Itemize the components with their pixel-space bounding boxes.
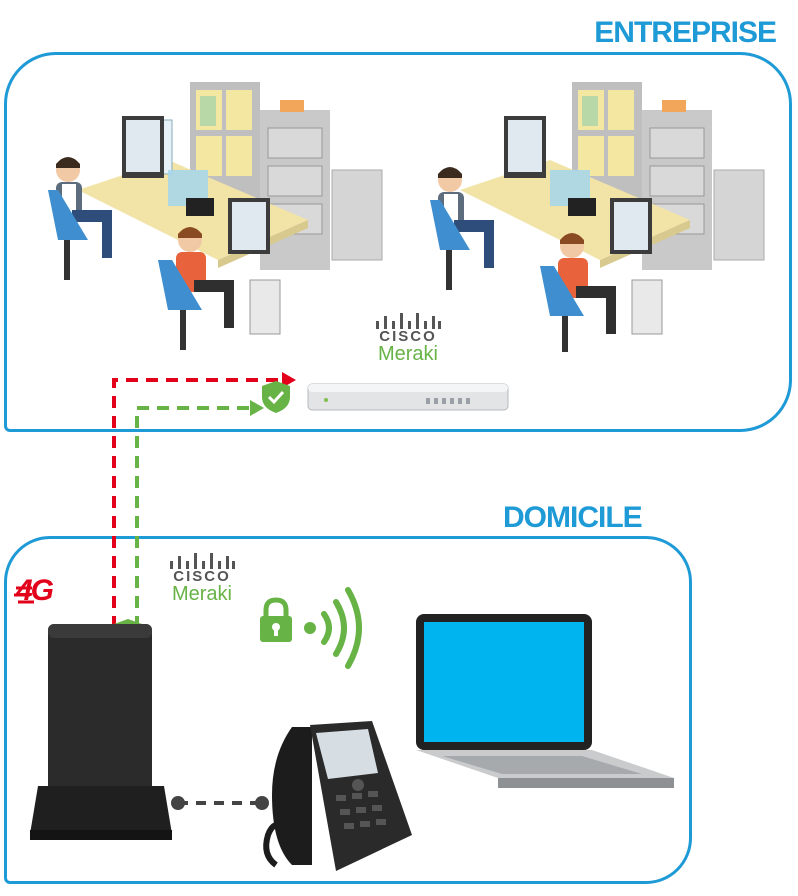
- ip-desk-phone: [263, 721, 412, 871]
- cisco-bars-icon: [376, 313, 441, 329]
- office-workspace-right: [430, 82, 765, 352]
- laptop: [416, 614, 674, 788]
- unsecured-link-line: [112, 378, 282, 628]
- wifi-signal-icon: [304, 587, 362, 669]
- 4g-router: [30, 624, 172, 840]
- cisco-wordmark: CISCO: [379, 328, 437, 345]
- secured-link-arrowhead: [250, 400, 264, 416]
- shield-check-icon: [262, 381, 290, 413]
- meraki-security-appliance: [307, 383, 509, 411]
- meraki-wordmark: Meraki: [171, 583, 232, 605]
- meraki-wordmark: Meraki: [377, 343, 438, 365]
- unsecured-link-arrowhead: [282, 372, 296, 388]
- enterprise-title: ENTREPRISE: [594, 16, 777, 49]
- cisco-wordmark: CISCO: [173, 568, 231, 585]
- secured-link-line: [135, 406, 250, 628]
- speed-lines-icon: [14, 586, 34, 604]
- padlock-icon: [260, 597, 292, 642]
- cisco-meraki-logo-home: CISCO Meraki: [164, 553, 240, 604]
- office-workspace-left: [48, 82, 383, 350]
- cisco-meraki-logo-enterprise: CISCO Meraki: [370, 313, 446, 364]
- cisco-bars-icon: [170, 553, 235, 569]
- home-title: DOMICILE: [503, 501, 643, 534]
